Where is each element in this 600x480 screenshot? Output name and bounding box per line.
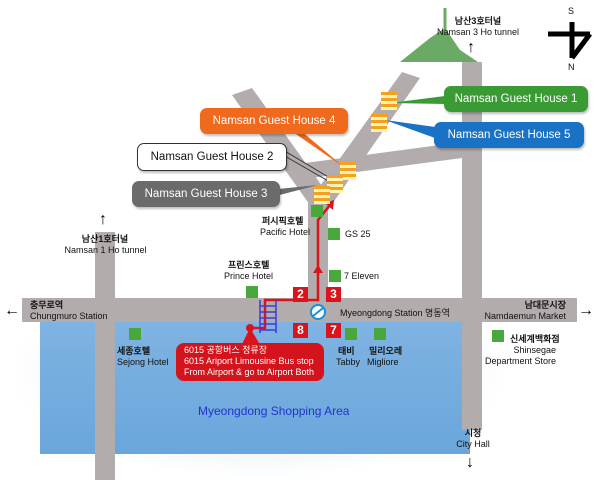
cityhall-en: City Hall bbox=[456, 439, 490, 449]
tabby-ko: 태비 bbox=[338, 346, 355, 356]
landmark-cube-icon bbox=[329, 270, 341, 282]
bus-stop-line2: 6015 Ariport Limousine Bus stop bbox=[184, 356, 314, 366]
guest-house-5-label[interactable]: Namsan Guest House 5 bbox=[434, 122, 584, 148]
guest-house-4-label[interactable]: Namsan Guest House 4 bbox=[200, 108, 348, 134]
landmark-cube-icon bbox=[374, 328, 386, 340]
route-path bbox=[250, 204, 331, 330]
guest-house-5-building bbox=[371, 114, 387, 132]
bus-stop-line3: From Airport & go to Airport Both bbox=[184, 367, 315, 377]
guest-house-2-label[interactable]: Namsan Guest House 2 bbox=[137, 143, 287, 171]
guest-house-2-building bbox=[327, 175, 343, 193]
arrow-down-icon: ↓ bbox=[466, 454, 474, 471]
shinsegae-ko: 신세계백화점 bbox=[510, 334, 560, 344]
chungmuro-ko: 충무로역 bbox=[30, 300, 64, 310]
arrow-up-icon: ↑ bbox=[99, 211, 107, 228]
namdaemun-ko: 남대문시장 bbox=[524, 300, 566, 310]
prince-ko: 프린스호텔 bbox=[228, 260, 270, 270]
exit-3-badge: 3 bbox=[326, 287, 341, 302]
arrow-right-icon: → bbox=[578, 302, 594, 319]
guest-house-3-building bbox=[314, 186, 330, 204]
migliore-ko: 밀리오레 bbox=[369, 346, 403, 356]
exit-8-badge: 8 bbox=[293, 323, 308, 338]
pacific-en: Pacific Hotel bbox=[260, 227, 311, 237]
landmark-cube-icon bbox=[311, 205, 323, 217]
gs25-label: GS 25 bbox=[345, 229, 371, 239]
namdaemun-en: Namdaemun Market bbox=[484, 311, 566, 321]
stairs bbox=[259, 300, 277, 333]
compass-s: S bbox=[568, 6, 575, 16]
cityhall-ko: 시청 bbox=[464, 428, 482, 438]
namsan3-ko: 남산3호터널 bbox=[454, 16, 502, 26]
station-label: Myeongdong Station 명동역 bbox=[340, 308, 450, 318]
guest-house-1-label[interactable]: Namsan Guest House 1 bbox=[444, 86, 588, 112]
road-cross bbox=[290, 142, 462, 180]
shopping-area-label: Myeongdong Shopping Area bbox=[198, 404, 350, 418]
guest-house-1-building bbox=[381, 92, 397, 110]
namsan-mountain bbox=[400, 28, 478, 62]
namsan3-en: Namsan 3 Ho tunnel bbox=[436, 27, 520, 37]
road-right-vertical bbox=[462, 62, 482, 430]
compass-n: N bbox=[568, 62, 575, 72]
bus-stop-line1: 6015 공항버스 정류장 bbox=[184, 345, 267, 355]
bus-stop-callout: 6015 공항버스 정류장 6015 Ariport Limousine Bus… bbox=[176, 343, 324, 381]
landmark-cube-icon bbox=[328, 228, 340, 240]
guest-house-3-label[interactable]: Namsan Guest House 3 bbox=[132, 181, 280, 207]
tabby-en: Tabby bbox=[336, 357, 361, 367]
road-left-vertical bbox=[95, 232, 115, 480]
landmark-cube-icon bbox=[129, 328, 141, 340]
namsan1-en: Namsan 1 Ho tunnel bbox=[64, 245, 147, 255]
shinsegae-en2: Department Store bbox=[484, 356, 556, 366]
seven-eleven-label: 7 Eleven bbox=[344, 271, 380, 281]
landmark-cube-icon bbox=[246, 286, 258, 298]
exit-2-badge: 2 bbox=[293, 287, 308, 302]
landmark-cube-icon bbox=[345, 328, 357, 340]
migliore-en: Migliore bbox=[367, 357, 399, 367]
namsan1-ko: 남산1호터널 bbox=[81, 234, 129, 244]
chungmuro-en: Chungmuro Station bbox=[30, 311, 108, 321]
sejong-ko: 세종호텔 bbox=[117, 346, 151, 356]
landmark-cube-icon bbox=[492, 330, 504, 342]
compass-icon bbox=[548, 22, 592, 60]
shinsegae-en1: Shinsegae bbox=[513, 345, 556, 355]
arrow-up-icon: ↑ bbox=[467, 39, 475, 56]
exit-7-badge: 7 bbox=[326, 323, 341, 338]
arrow-left-icon: ← bbox=[4, 302, 20, 319]
sejong-en: Sejong Hotel bbox=[117, 357, 169, 367]
guest-house-4-building bbox=[340, 162, 356, 180]
pacific-ko: 퍼시픽호텔 bbox=[262, 216, 304, 226]
prince-en: Prince Hotel bbox=[224, 271, 274, 281]
